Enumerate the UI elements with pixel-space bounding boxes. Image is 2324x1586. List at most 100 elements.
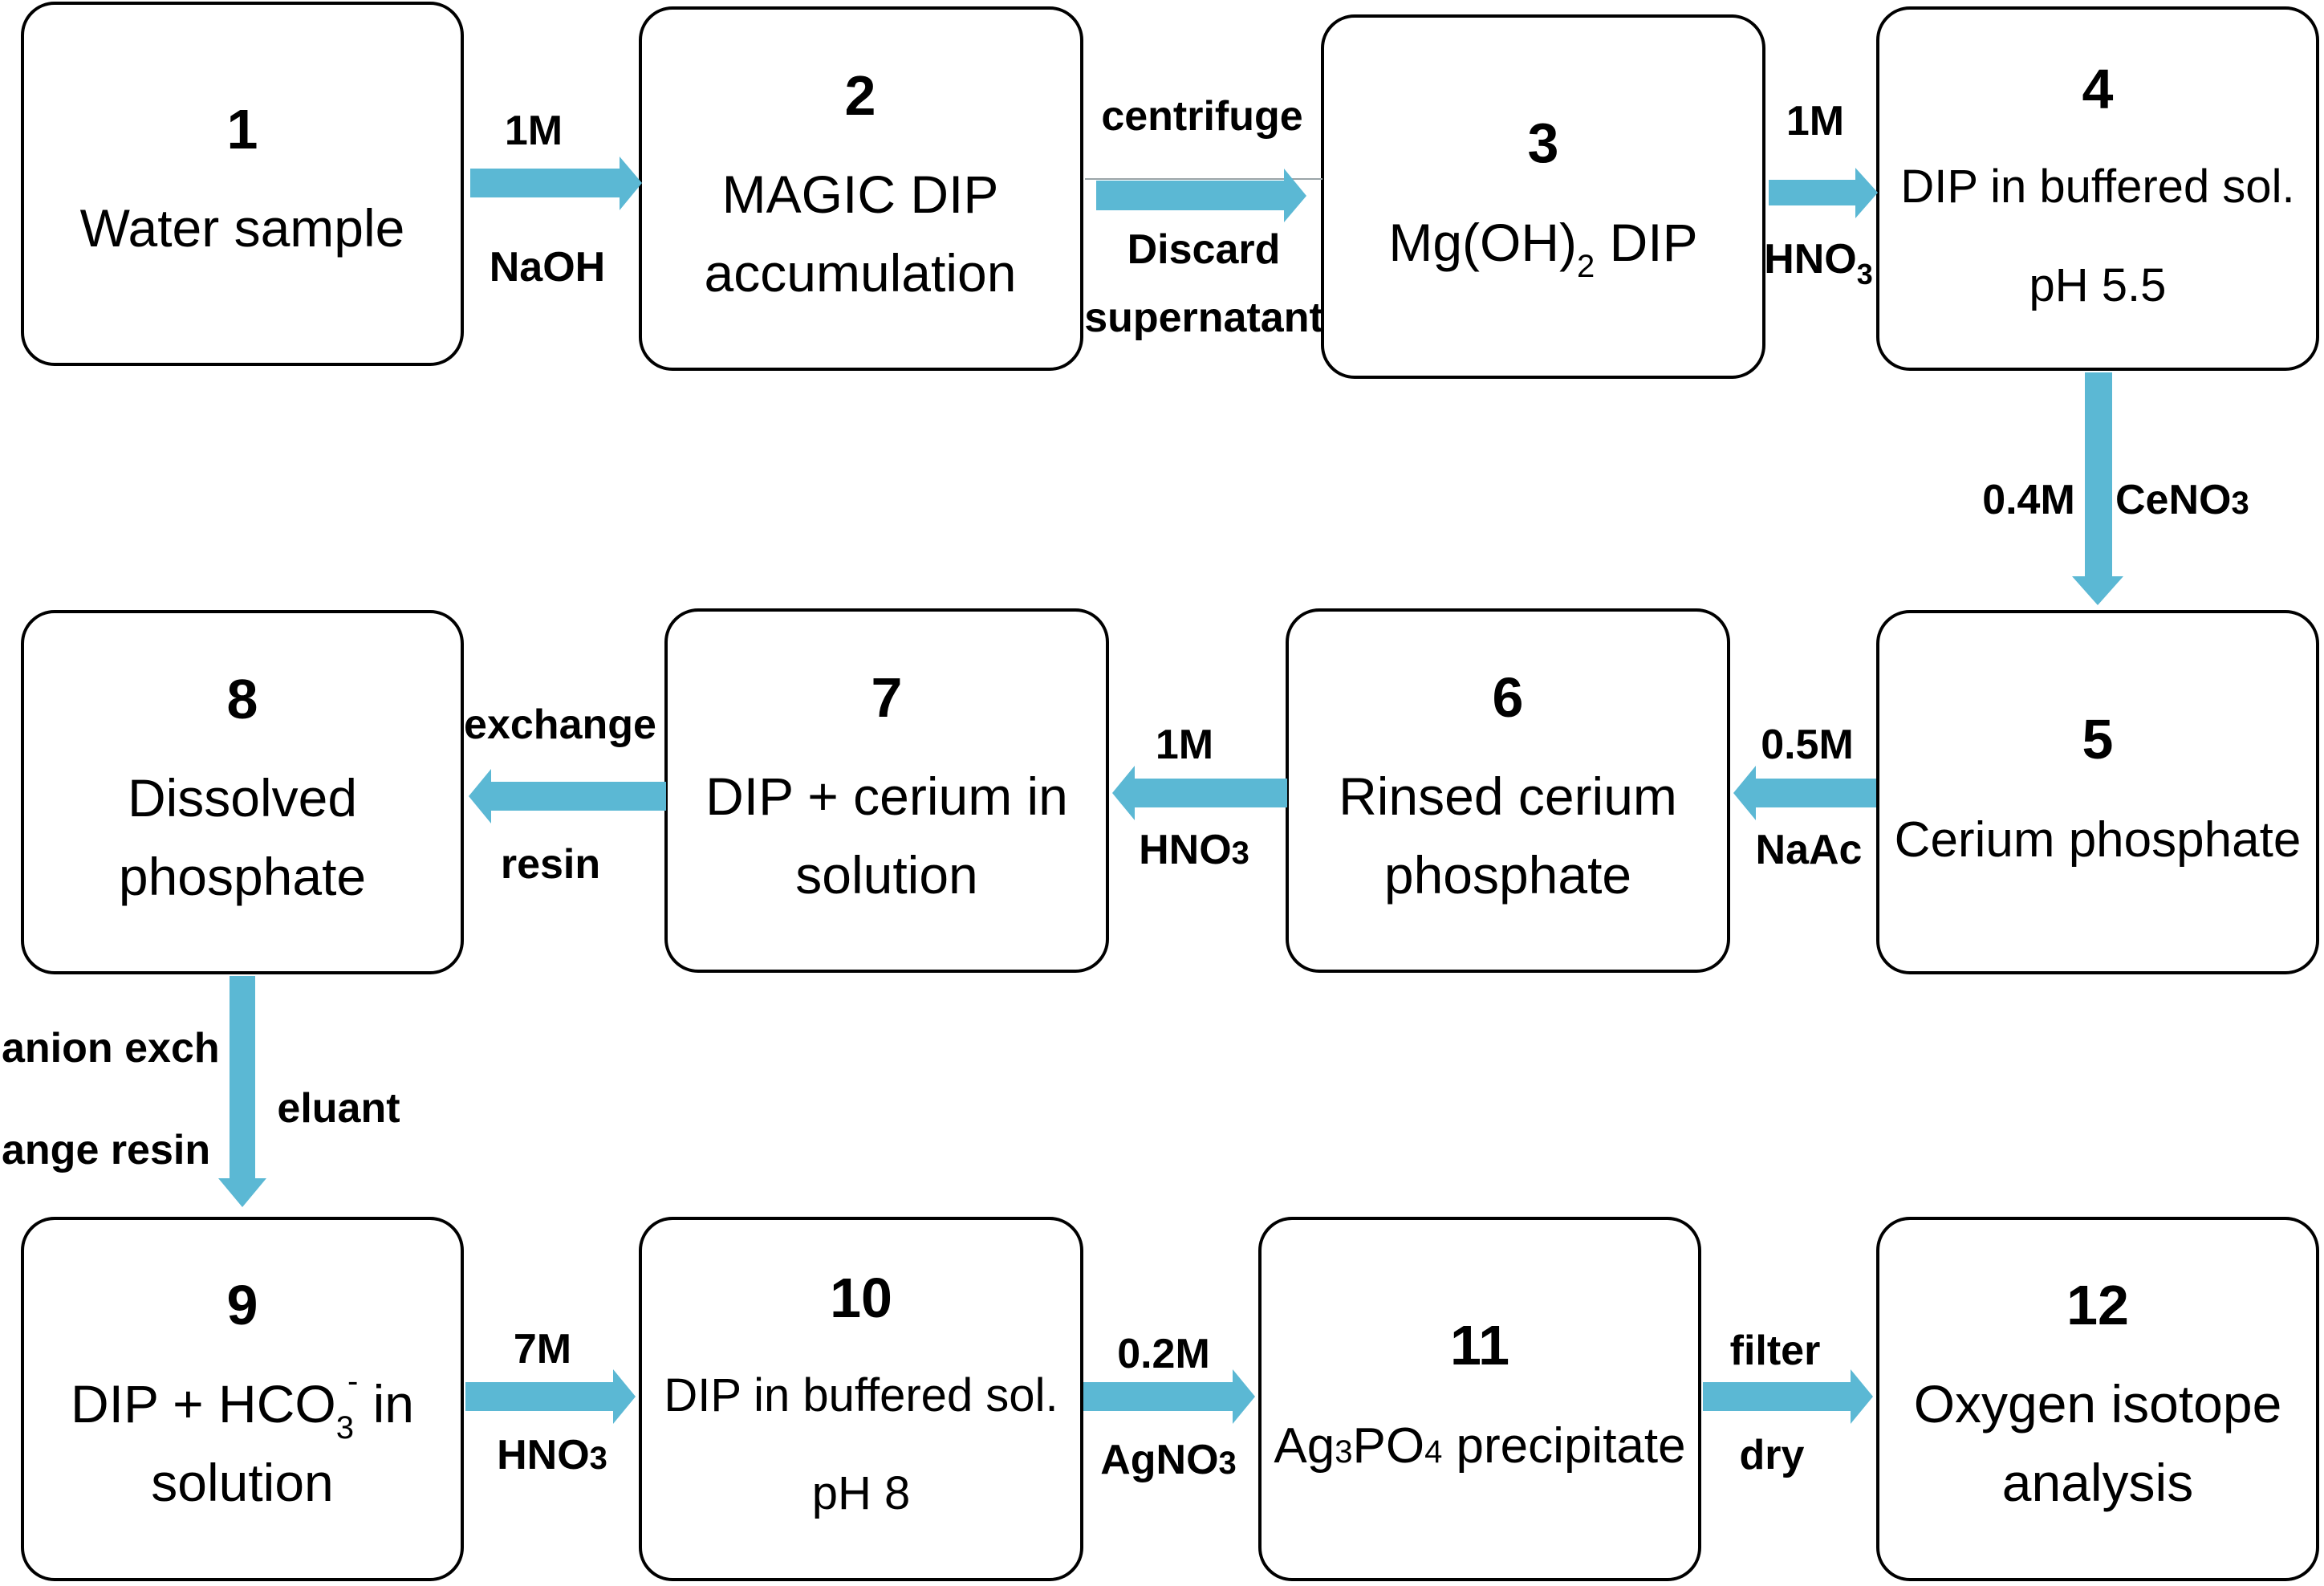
- step-number-4: 4: [2082, 58, 2114, 120]
- step-number-8: 8: [227, 668, 258, 730]
- step-label-8-line1: Dissolved: [128, 768, 357, 828]
- reagent-6-7-above: 1M: [1156, 722, 1213, 768]
- step-label-12-line2: analysis: [2002, 1453, 2193, 1512]
- arrow-11-to-12: [1703, 1369, 1873, 1424]
- reagent-3-4-below: HNO3: [1764, 236, 1873, 291]
- step-label-11-sub2: 4: [1424, 1434, 1442, 1470]
- reagent-10-11-below: AgNO3: [1100, 1437, 1237, 1483]
- reagent-7-8-below: resin: [501, 841, 600, 888]
- step-box-11-frame: [1258, 1217, 1701, 1581]
- reagent-4-5-right-main: CeNO: [2115, 477, 2231, 523]
- step-box-9-frame: [21, 1217, 464, 1581]
- step-number-11: 11: [1450, 1314, 1509, 1377]
- arrow-5-to-6: [1733, 766, 1876, 820]
- step-box-1-frame: [21, 2, 464, 366]
- step-number-10: 10: [830, 1267, 892, 1329]
- reagent-3-4-below-sub: 3: [1857, 258, 1873, 291]
- step-box-5: 5 Cerium phosphate: [1876, 610, 2319, 974]
- step-label-8-line2: phosphate: [119, 847, 366, 906]
- reagent-1-2-below: NaOH: [490, 244, 605, 291]
- step-box-8-frame: [21, 610, 464, 974]
- step-label-9-sub: 3: [336, 1410, 354, 1446]
- arrow-1-to-2: [470, 157, 642, 210]
- arrow-9-to-10: [465, 1369, 636, 1424]
- step-box-4-frame: [1876, 6, 2319, 371]
- step-box-11: 11 Ag3PO4 precipitate: [1258, 1217, 1701, 1581]
- step-number-1: 1: [227, 98, 258, 161]
- arrow-8-to-9: [218, 976, 266, 1207]
- step-label-9-rest: in: [358, 1374, 414, 1434]
- arrow-6-to-7: [1112, 766, 1287, 820]
- reagent-6-7-below: HNO3: [1139, 827, 1249, 873]
- reagent-3-4-below-main: HNO: [1764, 236, 1857, 283]
- reagent-10-11-below-sub: 3: [1219, 1446, 1237, 1481]
- reagent-2-3-below2: supernatant: [1084, 295, 1323, 341]
- step-box-12-frame: [1876, 1217, 2319, 1581]
- reagent-10-11-below-main: AgNO: [1100, 1437, 1218, 1483]
- step-label-3-sub: 2: [1577, 249, 1595, 284]
- step-label-5: Cerium phosphate: [1895, 812, 2302, 868]
- step-number-5: 5: [2082, 708, 2114, 771]
- step-label-3-main: Mg(OH): [1388, 213, 1577, 272]
- step-label-1: Water sample: [80, 198, 405, 258]
- step-label-10-line1: DIP in buffered sol.: [664, 1369, 1058, 1421]
- arrow-7-to-8: [469, 769, 666, 824]
- step-box-6: 6 Rinsed cerium phosphate: [1286, 608, 1730, 973]
- reagent-4-5-left: 0.4M: [1982, 477, 2075, 523]
- reagent-6-7-below-sub: 3: [1232, 836, 1249, 871]
- reagent-9-10-above: 7M: [514, 1326, 571, 1372]
- reagent-2-3-below1: Discard: [1127, 226, 1281, 273]
- step-box-8: 8 Dissolved phosphate: [21, 610, 464, 974]
- step-box-3-frame: [1321, 14, 1765, 379]
- step-box-1: 1 Water sample: [21, 2, 464, 366]
- step-label-11-sub1: 3: [1335, 1434, 1352, 1470]
- reagent-9-10-below-main: HNO: [497, 1432, 590, 1478]
- step-box-4: 4 DIP in buffered sol. pH 5.5: [1876, 6, 2319, 371]
- step-box-9: 9 DIP + HCO3- in solution: [21, 1217, 464, 1581]
- step-label-9-line1: DIP + HCO3- in: [71, 1364, 414, 1446]
- step-label-9-main: DIP + HCO: [71, 1374, 336, 1434]
- step-label-6-line2: phosphate: [1384, 845, 1631, 905]
- step-label-12-line1: Oxygen isotope: [1914, 1374, 2282, 1434]
- reagent-10-11-above: 0.2M: [1117, 1331, 1210, 1377]
- step-label-11-po: PO: [1352, 1418, 1424, 1474]
- arrows-layer: [218, 157, 2123, 1424]
- step-label-4-line1: DIP in buffered sol.: [1900, 161, 2294, 213]
- reagent-2-3-above: centrifuge: [1101, 93, 1302, 140]
- reagent-11-12-below: dry: [1740, 1432, 1805, 1478]
- reagent-8-9-left2: ange resin: [2, 1127, 210, 1173]
- reagent-labels: 1M NaOH centrifuge Discard supernatant 1…: [2, 93, 2249, 1483]
- reagent-4-5-right: CeNO3: [2115, 477, 2249, 523]
- reagent-8-9-left1: anion exch: [2, 1025, 220, 1072]
- step-label-2-line2: accumulation: [705, 243, 1017, 303]
- step-label-11-ag: Ag: [1274, 1418, 1335, 1474]
- reagent-6-7-below-main: HNO: [1139, 827, 1232, 873]
- step-box-5-frame: [1876, 610, 2319, 974]
- step-label-11-rest: precipitate: [1442, 1418, 1685, 1474]
- step-label-6-line1: Rinsed cerium: [1339, 767, 1677, 826]
- reagent-5-6-above: 0.5M: [1761, 722, 1854, 768]
- reagent-11-12-above: filter: [1730, 1328, 1821, 1374]
- step-label-2-line1: MAGIC DIP: [722, 165, 999, 224]
- reagent-8-9-right: eluant: [277, 1085, 400, 1132]
- step-label-10-line2: pH 8: [812, 1467, 911, 1519]
- step-number-3: 3: [1528, 112, 1559, 174]
- reagent-7-8-above: exchange: [464, 702, 656, 748]
- arrow-10-to-11: [1083, 1369, 1255, 1424]
- arrow-2-to-3: [1096, 169, 1306, 222]
- step-number-7: 7: [872, 666, 903, 729]
- reagent-3-4-above: 1M: [1786, 98, 1844, 144]
- step-label-3: Mg(OH)2 DIP: [1388, 213, 1697, 284]
- step-label-9-line2: solution: [151, 1453, 334, 1512]
- reagent-9-10-below: HNO3: [497, 1432, 607, 1478]
- step-box-2-frame: [639, 6, 1083, 371]
- step-box-3: 3 Mg(OH)2 DIP: [1321, 14, 1765, 379]
- step-box-2: 2 MAGIC DIP accumulation: [639, 6, 1083, 371]
- step-box-10: 10 DIP in buffered sol. pH 8: [639, 1217, 1083, 1581]
- step-label-7-line1: DIP + cerium in: [705, 767, 1068, 826]
- reagent-4-5-right-sub: 3: [2231, 486, 2249, 521]
- step-box-7: 7 DIP + cerium in solution: [664, 608, 1109, 973]
- step-number-2: 2: [845, 64, 876, 127]
- reagent-9-10-below-sub: 3: [590, 1441, 607, 1476]
